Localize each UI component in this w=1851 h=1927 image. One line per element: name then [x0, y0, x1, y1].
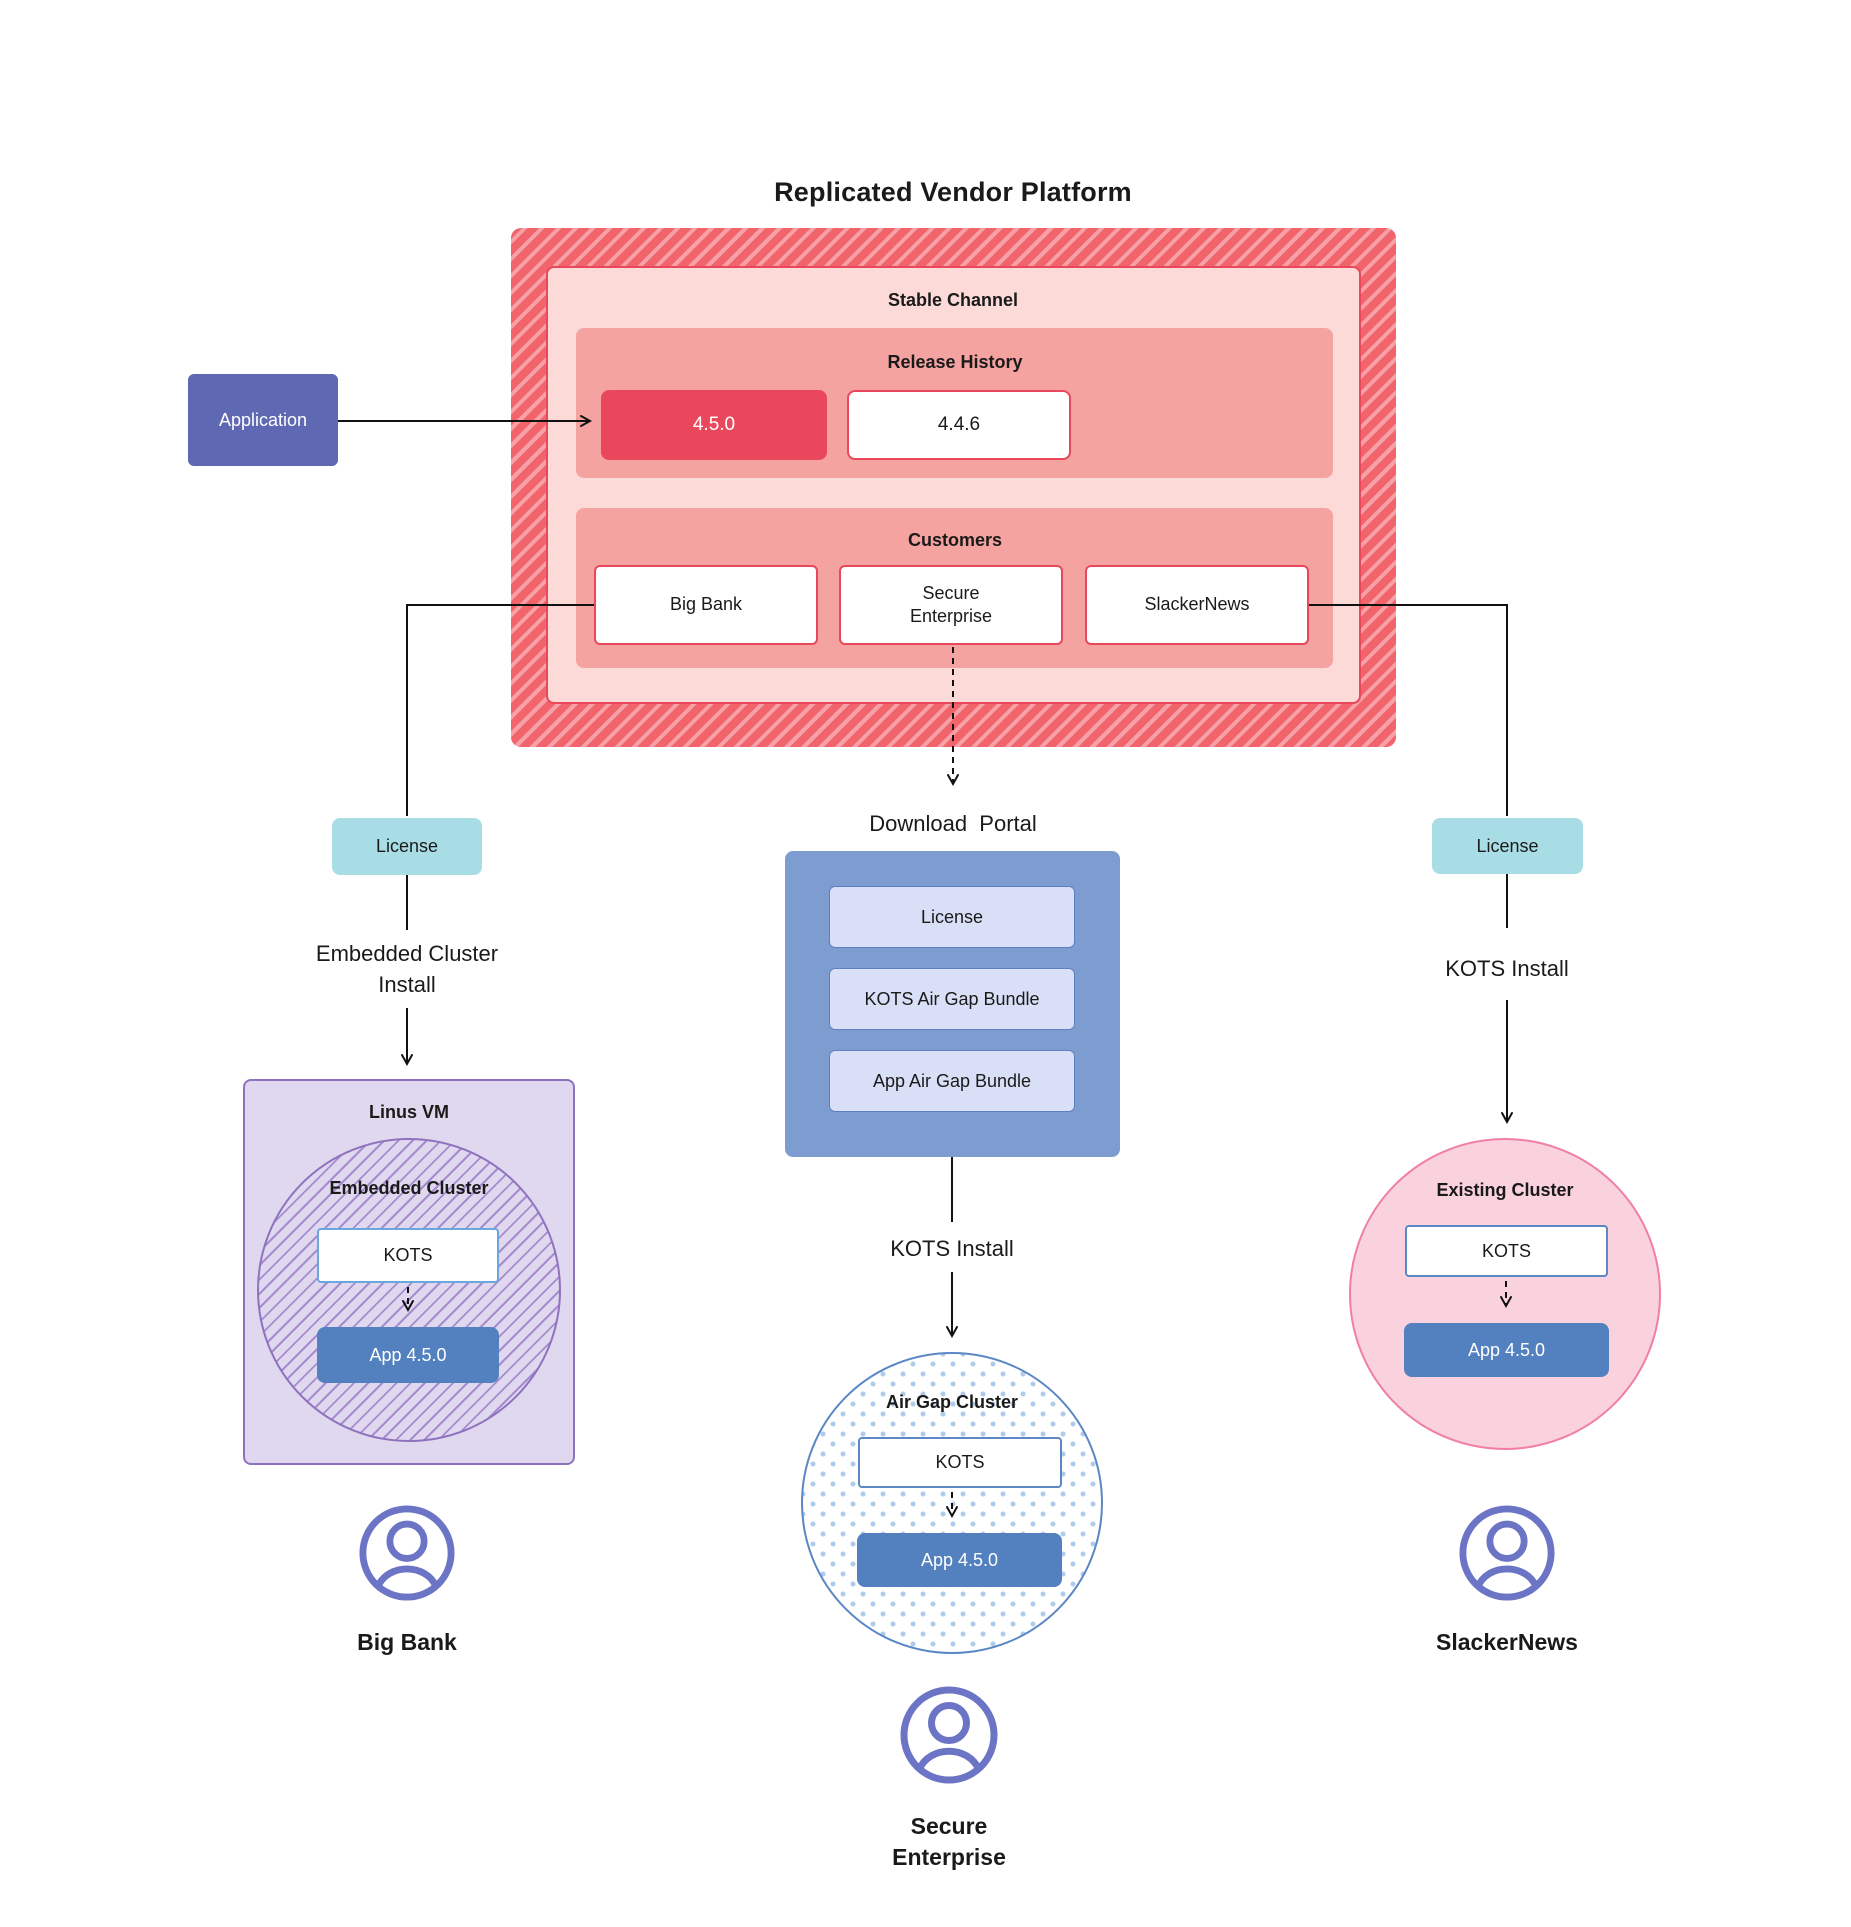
kots-box-slackernews: KOTS	[1405, 1225, 1608, 1277]
existing-cluster-label: Existing Cluster	[1436, 1179, 1574, 1200]
air-gap-cluster-label: Air Gap Cluster	[885, 1391, 1019, 1412]
user-icon	[899, 1685, 999, 1785]
slackernews-user-label: SlackerNews	[1436, 1628, 1578, 1655]
page-title: Replicated Vendor Platform	[774, 176, 1132, 207]
kots-box-secure-enterprise: KOTS	[858, 1437, 1062, 1488]
linus-vm-label: Linus VM	[369, 1101, 449, 1122]
customer-secure-enterprise: Secure Enterprise	[839, 565, 1063, 645]
portal-item-kots-airgap-bundle: KOTS Air Gap Bundle	[829, 968, 1075, 1030]
embedded-cluster-circle	[257, 1138, 561, 1442]
app-box-secure-enterprise: App 4.5.0	[857, 1533, 1062, 1587]
license-box-slackernews: License	[1432, 818, 1583, 874]
application-box: Application	[188, 374, 338, 466]
app-box-big-bank: App 4.5.0	[317, 1327, 499, 1383]
customer-slackernews: SlackerNews	[1085, 565, 1309, 645]
app-box-slackernews: App 4.5.0	[1404, 1323, 1609, 1377]
portal-item-license: License	[829, 886, 1075, 948]
kots-box-big-bank: KOTS	[317, 1228, 499, 1283]
big-bank-user-label: Big Bank	[357, 1628, 457, 1655]
embedded-cluster-install-label: Embedded Cluster Install	[315, 941, 499, 997]
customer-big-bank: Big Bank	[594, 565, 818, 645]
kots-install-label-middle: KOTS Install	[890, 1235, 1014, 1261]
kots-install-label-right: KOTS Install	[1445, 955, 1569, 981]
portal-item-app-airgap-bundle: App Air Gap Bundle	[829, 1050, 1075, 1112]
secure-enterprise-user-label: Secure Enterprise	[892, 1813, 1006, 1870]
release-4-5-0: 4.5.0	[601, 390, 827, 460]
customers-label: Customers	[907, 529, 1003, 550]
user-icon	[358, 1504, 456, 1602]
user-icon	[1458, 1504, 1556, 1602]
embedded-cluster-label: Embedded Cluster	[329, 1177, 489, 1198]
license-box-big-bank: License	[332, 818, 482, 875]
stable-channel-label: Stable Channel	[887, 289, 1019, 310]
release-4-4-6: 4.4.6	[847, 390, 1071, 460]
release-history-label: Release History	[887, 351, 1023, 372]
download-portal-title: Download Portal	[869, 811, 1037, 836]
